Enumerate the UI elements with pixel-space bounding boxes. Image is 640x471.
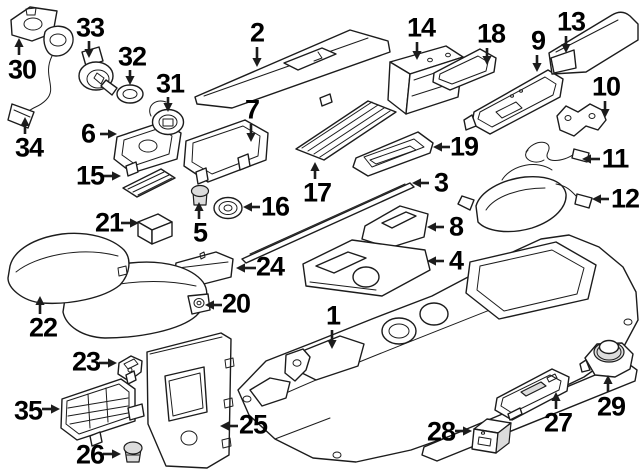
part-29-controller-knob [579, 339, 634, 378]
part-17-rubber-mat [295, 100, 397, 161]
part-26-knob [123, 441, 143, 463]
part-1-center-console-body [237, 234, 639, 463]
part-21-foam-insert [137, 213, 173, 245]
part-25-rear-trim-panel [146, 332, 235, 469]
part-34-socket-cable [7, 25, 74, 129]
part-31-power-socket [149, 100, 185, 136]
part-16-round-emblem [213, 196, 243, 220]
part-4-cupholder-frame [302, 239, 431, 297]
part-5-knob [190, 184, 210, 206]
part-35-air-vent-grille [60, 378, 145, 447]
part-27-switch-panel [494, 368, 570, 421]
part-9-flat-tray [463, 69, 564, 135]
part-13-rear-duct [548, 11, 639, 75]
part-11-wiring-harness [525, 141, 590, 163]
part-8-trim-cover [361, 205, 429, 249]
part-15-liner-mat [122, 168, 176, 198]
part-2-upper-trim-panel [194, 29, 391, 109]
part-23-latch [117, 355, 143, 385]
part-7-storage-tray [183, 119, 269, 185]
part-12-tray-with-harness [457, 164, 593, 233]
part-10-mounting-bracket [556, 103, 607, 137]
part-console-front-bracket [284, 348, 311, 382]
part-28-usb-module [471, 418, 512, 454]
part-19-oddments-tray [352, 131, 434, 177]
part-32-lighter-element [93, 72, 144, 104]
part-18-small-tray [432, 48, 497, 91]
